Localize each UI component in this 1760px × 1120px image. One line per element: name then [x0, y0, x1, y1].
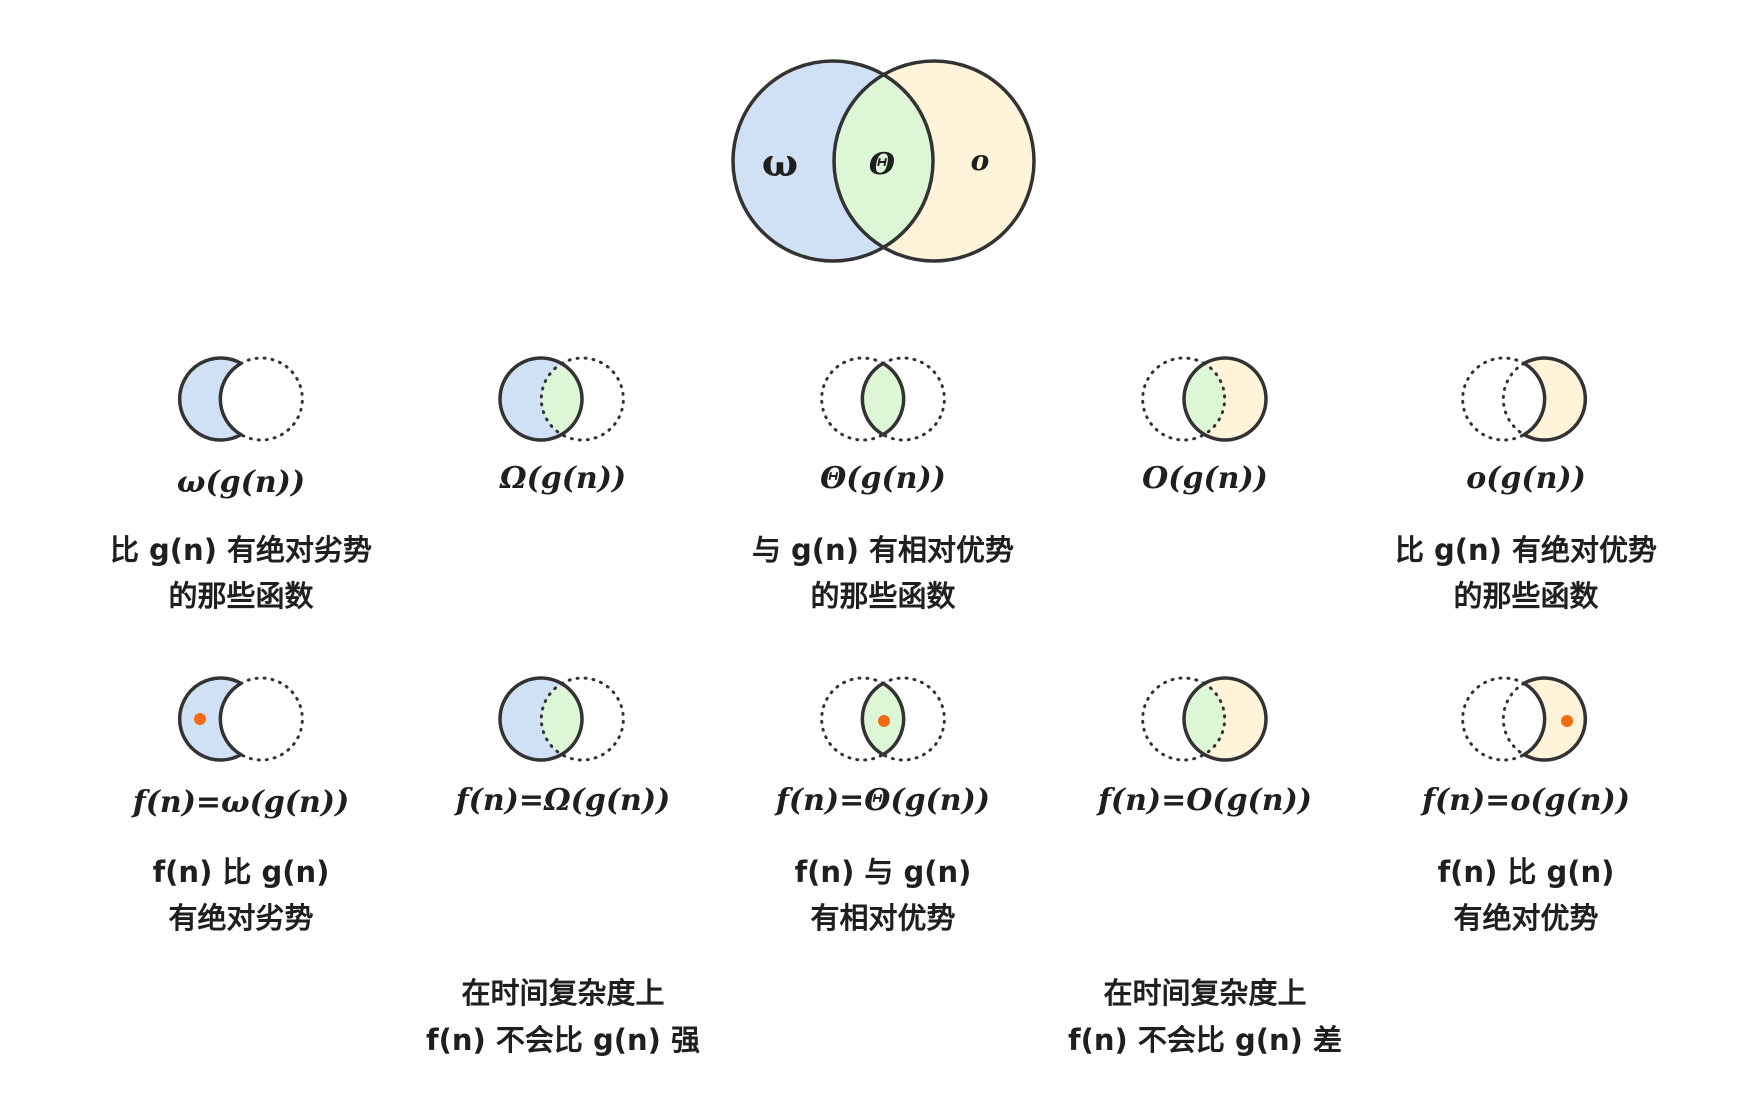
formula-omega-small: f(n)=ω(g(n)) — [131, 785, 349, 820]
right-circle-outline — [1182, 356, 1268, 442]
top-theta-label: Θ — [869, 147, 895, 182]
top-o-outline — [832, 59, 1036, 263]
dotted-right-circle — [218, 676, 304, 762]
formula-o-small: f(n)=o(g(n)) — [1420, 783, 1630, 818]
formula-desc-omega-small-line2: 有绝对劣势 — [168, 901, 313, 935]
set-label-omega-small: ω(g(n)) — [177, 465, 305, 500]
right-circle-outline — [1182, 676, 1268, 762]
lens-fill — [541, 683, 583, 755]
formula-o-big: f(n)=O(g(n)) — [1096, 783, 1312, 818]
set-icon-o-small — [1461, 356, 1588, 442]
set-desc-theta-line1: 与 g(n) 有相对优势 — [752, 533, 1014, 567]
dotted-left-arc — [1141, 676, 1206, 762]
left-circle-outline — [498, 356, 584, 442]
set-label-omega-big: Ω(g(n)) — [499, 461, 626, 496]
left-circle-outline — [498, 676, 584, 762]
top-omega-outline — [731, 59, 935, 263]
member-icon-omega-small — [177, 676, 304, 762]
set-desc-omega-small-line1: 比 g(n) 有绝对劣势 — [110, 533, 372, 567]
set-icon-omega-big — [498, 356, 625, 442]
set-desc-o-small-line1: 比 g(n) 有绝对优势 — [1395, 533, 1657, 567]
formula-desc-omega-small-line1: f(n) 比 g(n) — [153, 855, 330, 889]
top-theta-lens — [833, 74, 934, 248]
member-icon-o-big — [1141, 676, 1268, 762]
dotted-right-circle — [218, 356, 304, 442]
lens-fill — [1183, 363, 1225, 435]
set-icon-theta — [820, 356, 946, 442]
formula-theta: f(n)=Θ(g(n)) — [774, 783, 990, 818]
set-icon-omega-small — [177, 356, 304, 442]
bottom-note-left-line2: f(n) 不会比 g(n) 强 — [426, 1023, 700, 1057]
set-label-o-big: O(g(n)) — [1142, 461, 1268, 496]
lens-fill — [1183, 683, 1225, 755]
crescent-left-fill — [177, 676, 243, 762]
dotted-right-arc — [560, 356, 625, 442]
formula-omega-big: f(n)=Ω(g(n)) — [454, 783, 671, 818]
set-icon-o-big — [1141, 356, 1268, 442]
set-desc-omega-small-line2: 的那些函数 — [168, 579, 314, 613]
formula-desc-o-small-line2: 有绝对优势 — [1453, 901, 1598, 935]
dotted-left-circle — [1461, 676, 1528, 762]
lens-fill — [541, 363, 583, 435]
top-o-label: o — [971, 144, 990, 177]
set-desc-o-small-line2: 的那些函数 — [1453, 579, 1599, 613]
member-marker-dot — [878, 715, 890, 727]
member-icon-omega-big — [498, 676, 625, 762]
formula-desc-theta-line1: f(n) 与 g(n) — [795, 855, 972, 889]
crescent-left-fill — [177, 356, 243, 442]
dotted-left-circle — [820, 676, 885, 762]
formula-desc-theta-line2: 有相对优势 — [810, 901, 955, 935]
dotted-left-arc — [1141, 356, 1206, 442]
set-label-o-small: o(g(n)) — [1466, 461, 1586, 496]
crescent-right-fill — [1522, 676, 1588, 762]
bottom-note-left-line1: 在时间复杂度上 — [461, 976, 664, 1010]
dotted-right-circle — [881, 676, 946, 762]
member-icon-theta — [820, 676, 946, 762]
dotted-left-circle — [1461, 356, 1528, 442]
lens-fill — [860, 361, 906, 437]
formula-desc-o-small-line1: f(n) 比 g(n) — [1438, 855, 1615, 889]
member-icon-o-small — [1461, 676, 1588, 762]
dotted-right-circle — [881, 356, 946, 442]
member-marker-dot — [194, 713, 206, 725]
member-marker-dot — [1561, 715, 1573, 727]
crescent-right-fill — [1522, 356, 1588, 442]
top-venn-diagram: ω Θ o — [731, 59, 1036, 263]
top-omega-label: ω — [762, 140, 798, 185]
set-label-theta: Θ(g(n)) — [820, 461, 946, 496]
bottom-note-right-line1: 在时间复杂度上 — [1103, 976, 1306, 1010]
dotted-left-circle — [820, 356, 885, 442]
set-desc-theta-line2: 的那些函数 — [810, 579, 956, 613]
dotted-right-arc — [560, 676, 625, 762]
bottom-note-right-line2: f(n) 不会比 g(n) 差 — [1068, 1023, 1342, 1057]
